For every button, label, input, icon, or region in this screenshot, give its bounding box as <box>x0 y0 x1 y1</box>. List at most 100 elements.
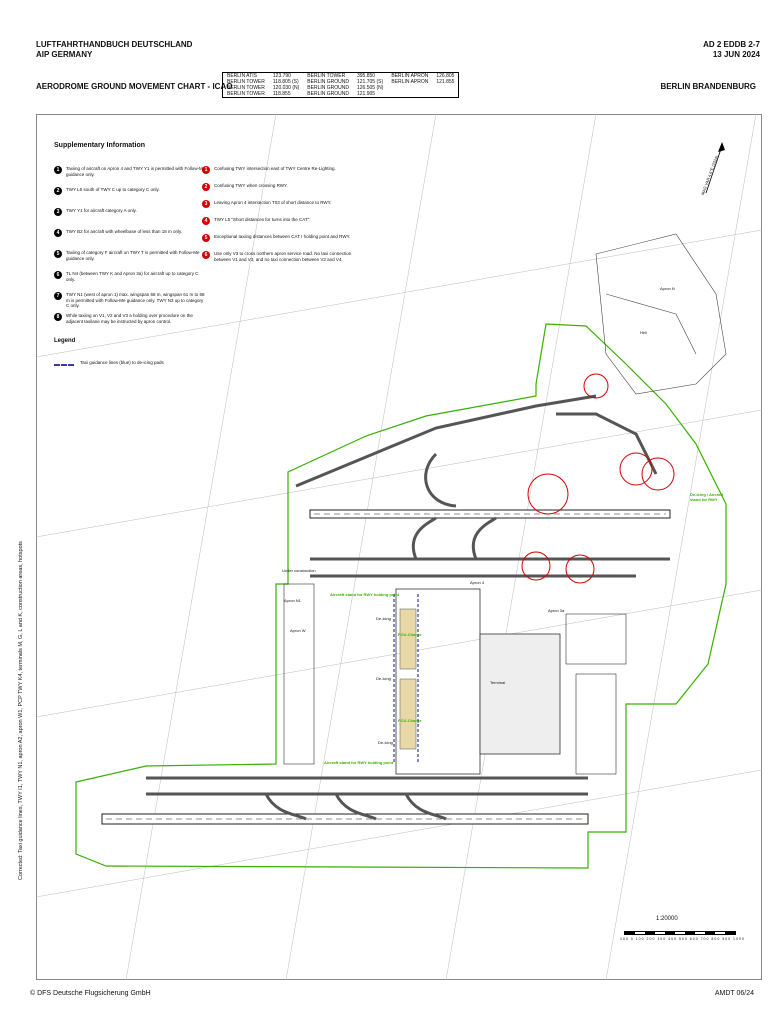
label-de-icing-east: De-Icing / Aircraft stand for RWY <box>690 492 724 502</box>
frequency-cell: BERLIN TOWER <box>227 91 265 97</box>
scale-tick-label: 300 <box>657 937 669 941</box>
terminal-building <box>479 633 561 755</box>
north-area-structures <box>595 233 727 395</box>
note-text: TWY Y1 for aircraft category A only. <box>66 208 137 213</box>
note-number-badge: 6 <box>54 271 62 279</box>
publication-header: LUFTFAHRTHANDBUCH DEUTSCHLAND AIP GERMAN… <box>36 40 192 60</box>
scale-tick-label: 800 <box>711 937 723 941</box>
amendment: AMDT 06/24 <box>714 990 754 997</box>
note-number-badge: 3 <box>54 208 62 216</box>
frequency-cell: BERLIN APRON <box>391 73 429 79</box>
label-de-icing-2: De-Icing <box>376 676 391 681</box>
note-black-6: 6 TL N4 (between TWY K and Apron 3a) for … <box>54 271 206 282</box>
note-number-badge: 1 <box>202 166 210 174</box>
note-number-badge: 6 <box>202 251 210 259</box>
note-text: TWY N1 (west of apron 1) max. wingspan 6… <box>66 292 205 308</box>
scale-label: 1:20000 <box>656 916 678 922</box>
label-apron-n1: Apron N1 <box>284 598 301 603</box>
taxiway-connector-3 <box>264 793 307 821</box>
scale-tick-label: 400 <box>668 937 679 941</box>
frequency-cell: BERLIN GROUND <box>307 85 349 91</box>
north-arrow-shaft <box>705 145 723 194</box>
frequency-cell: BERLIN TOWER <box>227 85 265 91</box>
label-aircraft-stand-2: Aircraft stand for RWY holding point <box>324 760 394 765</box>
north-apron-road <box>605 293 697 355</box>
note-text: TWY B2 for aircraft with wheelbase of le… <box>66 229 183 234</box>
note-red-4: 4 TWY L5 "Short distances for turns into … <box>202 217 354 225</box>
taxi-guidance-blue <box>393 594 419 764</box>
aerodrome-boundary <box>75 323 727 869</box>
hotspot-3 <box>619 452 653 486</box>
note-text: Taxiing of category F aircraft on TWY T … <box>66 250 200 261</box>
label-under-construction: Under construction <box>282 568 316 573</box>
copyright: © DFS Deutsche Flugsicherung GmbH <box>30 990 151 997</box>
grid-line <box>445 114 597 980</box>
hotspot-2 <box>527 473 569 515</box>
aerodrome-map <box>36 114 762 980</box>
taxiway-connector-2 <box>472 516 497 560</box>
label-pcu-charge-1: PCU-Charge <box>398 632 422 637</box>
hotspot-5 <box>521 551 551 581</box>
chart-title: AERODROME GROUND MOVEMENT CHART - ICAO <box>36 82 233 91</box>
note-black-4: 4 TWY B2 for aircraft with wheelbase of l… <box>54 229 206 237</box>
note-number-badge: 4 <box>202 217 210 225</box>
grid-line <box>285 114 437 980</box>
label-apron-4: Apron 4 <box>470 580 485 585</box>
frequency-cell: BERLIN APRON <box>391 79 429 85</box>
note-text: Taxiing of aircraft on Apron 4 and TWY Y… <box>66 166 206 177</box>
publication-subname: AIP GERMANY <box>36 50 93 59</box>
taxiway-connector-4 <box>334 793 377 821</box>
note-number-badge: 4 <box>54 229 62 237</box>
note-text: TL N4 (between TWY K and Apron 3a) for a… <box>66 271 199 282</box>
page-reference: AD 2 EDDB 2-7 13 JUN 2024 <box>703 40 760 60</box>
note-text: Confusing TWY when crossing RWY. <box>214 183 288 188</box>
frequency-cell: 121.705 (S) <box>356 79 384 85</box>
label-aircraft-stand-1: Aircraft stand for RWY holding point <box>330 592 400 597</box>
grid-line <box>36 409 762 538</box>
note-text: While taxiing on V1, V2 and V3 a holding… <box>66 313 193 324</box>
scale-ticks: 100 0 100 200 300 400 500 600 700 800 90… <box>620 937 745 941</box>
label-apron-n: Apron N <box>660 286 675 291</box>
frequency-cell: 126.505 (N) <box>356 85 384 91</box>
taxiway-loop <box>424 452 457 508</box>
frequency-cell: BERLIN TOWER <box>307 73 346 79</box>
apron-east-block <box>565 613 627 665</box>
label-terminal: Terminal <box>490 680 506 685</box>
label-de-icing-3: De-Icing <box>378 740 393 745</box>
frequency-cell <box>432 91 459 98</box>
correction-note: Corrected: Taxi guidance lines, TWY I1, … <box>18 541 24 880</box>
scale-tick-label: 600 <box>689 937 701 941</box>
scale-tick-label: 200 <box>646 937 658 941</box>
note-black-3: 3 TWY Y1 for aircraft category A only. <box>54 208 206 216</box>
label-apron-w: Apron W <box>290 628 306 633</box>
taxiway-diagonal <box>295 394 597 488</box>
taxiways <box>146 394 670 821</box>
frequency-cell: 126.805 <box>436 73 455 79</box>
north-apron-structure <box>595 233 727 395</box>
note-number-badge: 3 <box>202 200 210 208</box>
hotspots <box>521 373 675 584</box>
apron-west <box>283 583 315 765</box>
note-red-3: 3 Leaving Apron 4 intersection T03 of sho… <box>202 200 354 208</box>
building-east <box>575 673 617 775</box>
chart-frame <box>36 114 762 980</box>
scale-tick-label: 900 <box>722 937 734 941</box>
runway-north <box>309 509 671 519</box>
note-number-badge: 2 <box>54 187 62 195</box>
note-text: TWY L5 "Short distances for turns into t… <box>214 217 311 222</box>
note-text: Exceptional taxiing distances between CA… <box>214 234 351 239</box>
grid-line <box>36 769 762 898</box>
note-text: Leaving Apron 4 intersection T03 of shor… <box>214 200 332 205</box>
taxiway-east <box>556 412 658 475</box>
grid-line <box>36 229 762 358</box>
frequency-cell <box>387 91 432 98</box>
